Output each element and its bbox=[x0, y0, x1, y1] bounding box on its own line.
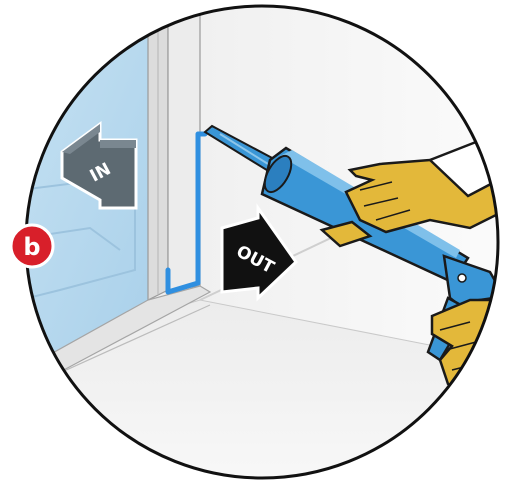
step-badge-label: b bbox=[23, 233, 40, 261]
step-badge: b bbox=[11, 225, 53, 267]
door-jamb bbox=[168, 0, 200, 290]
